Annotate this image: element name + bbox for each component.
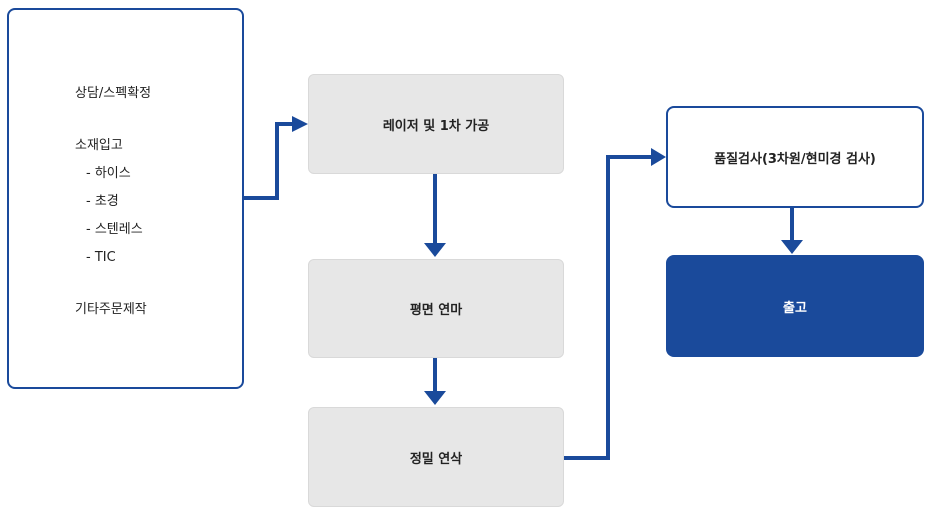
step-laser: 레이저 및 1차 가공 bbox=[308, 74, 564, 174]
step-shipping: 출고 bbox=[666, 255, 924, 357]
step-quality-inspection: 품질검사(3차원/현미경 검사) bbox=[666, 106, 924, 208]
step-flat-grinding-label: 평면 연마 bbox=[409, 303, 463, 318]
item-custom-order: 기타주문제작 bbox=[75, 302, 147, 317]
arrowhead-down-icon bbox=[424, 391, 446, 405]
sub-item-tic: - TIC bbox=[86, 250, 116, 265]
arrowhead-right-icon bbox=[292, 116, 308, 132]
item-material: 소재입고 bbox=[75, 138, 123, 153]
step-precision-grinding-label: 정밀 연삭 bbox=[409, 451, 463, 467]
sub-item-carbide: - 초경 bbox=[86, 194, 119, 209]
step-precision-grinding: 정밀 연삭 bbox=[308, 407, 564, 507]
step-shipping-label: 출고 bbox=[783, 300, 807, 316]
sub-item-high-speed-steel: - 하이스 bbox=[86, 166, 131, 181]
step-laser-label: 레이저 및 1차 가공 bbox=[382, 118, 490, 134]
step-quality-inspection-label: 품질검사(3차원/현미경 검사) bbox=[714, 151, 876, 167]
sub-item-stainless: - 스텐레스 bbox=[86, 222, 143, 237]
connector-input-to-laser bbox=[244, 122, 292, 200]
arrowhead-down-icon bbox=[424, 243, 446, 257]
item-consult: 상담/스펙확정 bbox=[75, 86, 152, 101]
connector-precision-to-inspection bbox=[564, 155, 652, 460]
input-panel: 상담/스펙확정 소재입고 - 하이스 - 초경 - 스텐레스 - TIC 기타주… bbox=[7, 8, 244, 389]
step-flat-grinding: 평면 연마 bbox=[308, 259, 564, 358]
arrowhead-right-icon bbox=[651, 148, 666, 166]
arrowhead-down-icon bbox=[781, 240, 803, 254]
input-list: 상담/스펙확정 소재입고 - 하이스 - 초경 - 스텐레스 - TIC 기타주… bbox=[75, 80, 151, 324]
